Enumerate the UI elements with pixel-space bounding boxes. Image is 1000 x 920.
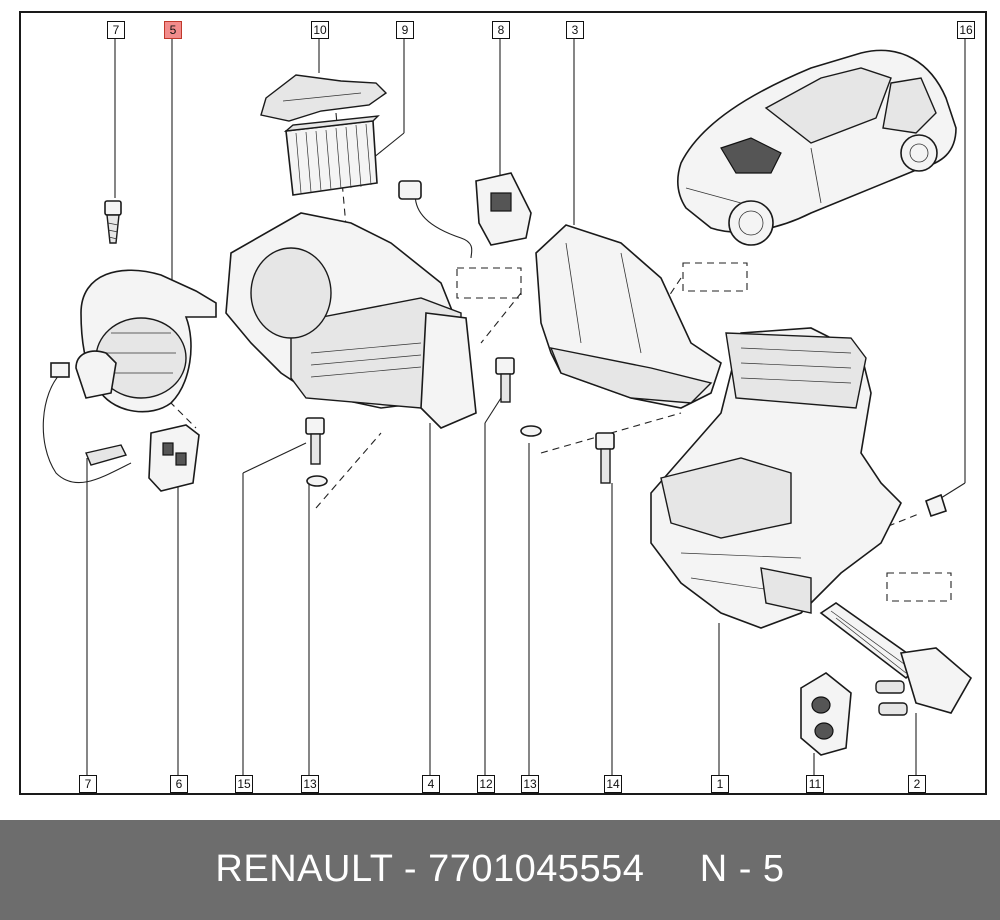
callout-label: 11 bbox=[806, 775, 824, 793]
part-3-air-duct bbox=[535, 224, 722, 409]
part-14-screw bbox=[595, 432, 615, 484]
callout-label: 13 bbox=[301, 775, 319, 793]
callout-label: 13 bbox=[521, 775, 539, 793]
callout-label: 5 bbox=[164, 21, 182, 39]
callout-label: 12 bbox=[477, 775, 495, 793]
reference-box-b bbox=[682, 262, 748, 292]
callout-label: 6 bbox=[170, 775, 188, 793]
footer-part-number: 7701045554 bbox=[428, 848, 645, 890]
part-5-blower-fan bbox=[42, 269, 217, 484]
footer-brand: RENAULT bbox=[215, 848, 393, 890]
callout-label: 3 bbox=[566, 21, 584, 39]
exploded-view-drawing bbox=[42, 38, 973, 775]
part-12-bolt bbox=[495, 357, 542, 437]
part-1-heater-unit bbox=[650, 327, 902, 629]
footer-separator: - bbox=[403, 848, 417, 890]
callout-label: 16 bbox=[957, 21, 975, 39]
footer-bar: RENAULT - 7701045554 N - 5 bbox=[0, 820, 1000, 920]
footer-caption: RENAULT - 7701045554 N - 5 bbox=[0, 848, 1000, 891]
reference-box-a bbox=[456, 267, 522, 299]
vehicle-illustration bbox=[676, 49, 957, 246]
part-16-clip bbox=[925, 493, 947, 518]
footer-position: N - 5 bbox=[699, 848, 785, 890]
callout-label: 8 bbox=[492, 21, 510, 39]
callout-label: 7 bbox=[107, 21, 125, 39]
part-4-housing bbox=[225, 212, 477, 429]
callout-label: 15 bbox=[235, 775, 253, 793]
callout-label: 4 bbox=[422, 775, 440, 793]
part-8-actuator bbox=[398, 172, 532, 259]
callout-label: 9 bbox=[396, 21, 414, 39]
callout-label: 7 bbox=[79, 775, 97, 793]
part-10-seal bbox=[260, 74, 388, 122]
part-6-resistor bbox=[85, 424, 200, 492]
reference-box-c bbox=[886, 572, 952, 602]
part-15-bolt bbox=[305, 417, 328, 487]
part-7-screw bbox=[104, 200, 122, 244]
callout-label: 14 bbox=[604, 775, 622, 793]
part-9-cabin-filter bbox=[283, 115, 380, 196]
leader-lines bbox=[86, 38, 966, 775]
callout-label: 10 bbox=[311, 21, 329, 39]
callout-label: 1 bbox=[711, 775, 729, 793]
part-11-seal bbox=[800, 672, 852, 756]
callout-label: 2 bbox=[908, 775, 926, 793]
part-2-heater-core bbox=[819, 602, 973, 716]
